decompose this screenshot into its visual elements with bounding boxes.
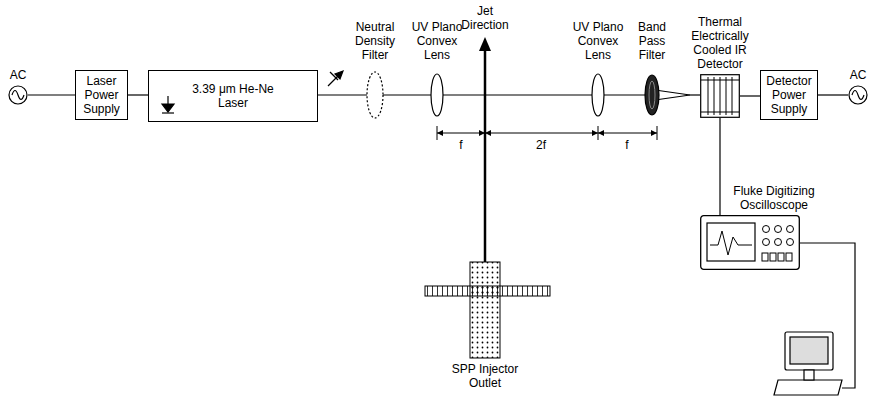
oscilloscope-outline [700,215,800,270]
node-caption: AC [0,68,48,82]
ac-source: AC [848,85,868,105]
spp-injector [425,262,550,358]
wire [818,94,848,95]
ac-source-outline [8,85,28,105]
ac-source-outline [848,85,868,105]
dimension-lines [437,126,657,140]
reflection-symbol [328,71,343,86]
node-text: Detector Power Supply [762,74,816,116]
oscilloscope: Fluke Digitizing Oscilloscope [700,215,800,270]
filter-label: Band Pass Filter [632,20,672,62]
laser-box: 3.39 μm He-Ne Laser [148,70,318,122]
laser-symbol [162,96,174,113]
wire [28,94,75,95]
lens-label: UV Plano Convex Lens [407,20,467,62]
node-text: 3.39 μm He-Ne Laser [177,82,289,110]
ir-detector-outline [700,74,740,118]
lens-label: UV Plano Convex Lens [568,20,628,62]
wire [128,94,148,95]
band-pass-filter-ring [649,81,655,109]
ac-source: AC [8,85,28,105]
focal-length: f [617,138,637,152]
jet-label: Jet Direction [453,4,517,32]
injector-label: SPP Injector Outlet [440,362,530,390]
node-text: Laser Power Supply [78,74,126,116]
focal-length: 2f [529,138,553,152]
plano-convex-lens [592,74,604,116]
wire [740,95,760,96]
power-supply-box: Detector Power Supply [760,70,818,120]
power-supply-box: Laser Power Supply [75,70,128,120]
node-caption: Fluke Digitizing Oscilloscope [728,184,820,212]
jet-arrow [479,37,491,262]
node-caption: AC [828,68,881,82]
focal-length: f [451,138,471,152]
band-pass-filter [645,75,659,115]
wire [719,118,720,215]
ir-detector: Thermal Electrically Cooled IR Detector [700,74,740,118]
plano-convex-lens [431,74,443,116]
neutral-density-filter [367,72,383,118]
node-caption: Thermal Electrically Cooled IR Detector [673,15,767,71]
filter-label: Neutral Density Filter [346,20,404,62]
